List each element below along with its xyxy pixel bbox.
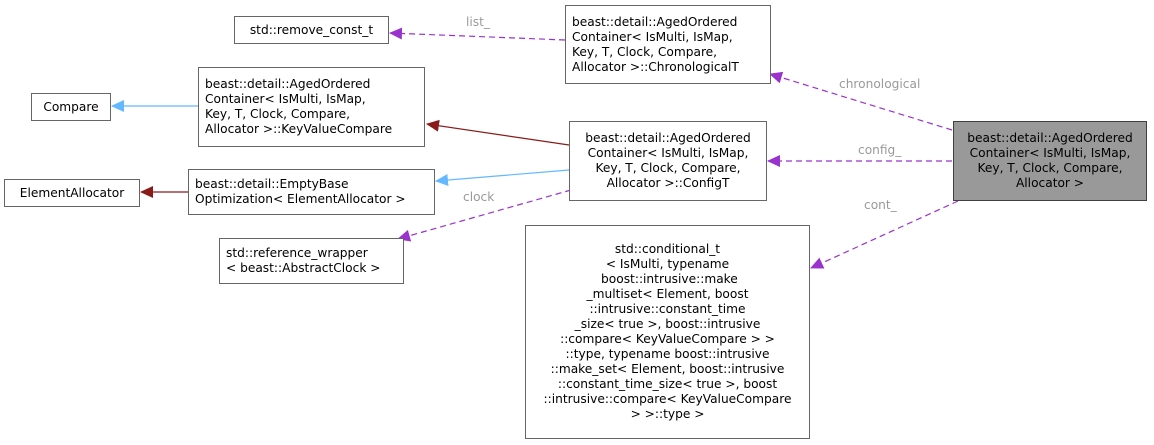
node-conditional-t[interactable]: std::conditional_t< IsMulti, typename bo… — [525, 225, 810, 439]
edge-chronologicalt-to-removeconst — [389, 27, 566, 41]
node-label-line: < beast::AbstractClock > — [226, 261, 381, 275]
edge-label-chronological: chronological — [839, 77, 920, 91]
node-label-line: Container< IsMulti, IsMap, — [205, 92, 366, 106]
node-compare[interactable]: Compare — [31, 93, 111, 121]
node-element-allocator[interactable]: ElementAllocator — [4, 179, 140, 207]
node-label-line: ::compare< KeyValueCompare > > — [560, 332, 775, 346]
node-label-line: Key, T, Clock, Compare, — [595, 161, 741, 175]
node-label-line: ElementAllocator — [19, 185, 125, 200]
node-label-line: _size< true >, boost::intrusive — [574, 317, 761, 331]
node-label-line: beast::detail::EmptyBase — [195, 177, 349, 191]
node-label-line: Allocator > — [1015, 176, 1085, 190]
edge-label-config: config_ — [858, 143, 902, 157]
node-label-line: Container< IsMulti, IsMap, — [587, 146, 749, 160]
edge-label-list: list_ — [466, 15, 491, 29]
edge-label-clock: clock — [463, 190, 495, 204]
node-label-line: Container< IsMulti, IsMap, — [572, 29, 733, 44]
node-label-line: _multiset< Element, boost — [586, 287, 749, 301]
node-label-line: ::intrusive::compare< KeyValueCompare — [543, 392, 792, 406]
node-label-line: Container< IsMulti, IsMap, — [969, 146, 1131, 160]
edge-configt-to-keyvaluecompare — [426, 119, 570, 146]
node-label-line: Key, T, Clock, Compare, — [205, 107, 351, 121]
node-label-line: Key, T, Clock, Compare, — [572, 44, 718, 59]
node-label-line: std::remove_const_t — [249, 22, 374, 37]
node-reference-wrapper[interactable]: std::reference_wrapper< beast::AbstractC… — [219, 238, 404, 284]
node-label-line: ::type, typename boost::intrusive — [565, 347, 770, 361]
edge-configt-to-emptybase — [435, 169, 570, 186]
node-label-line: ::intrusive::constant_time — [589, 302, 746, 316]
node-remove-const-t[interactable]: std::remove_const_t — [234, 16, 389, 44]
node-label-line: ::constant_time_size< true >, boost — [557, 377, 778, 391]
node-label-line: Optimization< ElementAllocator > — [195, 192, 406, 206]
node-label-line: ::make_set< Element, boost::intrusive — [550, 362, 785, 376]
node-label-line: beast::detail::AgedOrdered — [967, 131, 1133, 145]
node-label-line: beast::detail::AgedOrdered — [205, 77, 371, 91]
node-label-line: beast::detail::AgedOrdered — [585, 131, 751, 145]
node-label-line: Allocator >::KeyValueCompare — [205, 122, 393, 136]
node-label-line: > >::type > — [630, 407, 705, 421]
node-label-line: < IsMulti, typename — [605, 257, 730, 271]
edge-container-to-conditionalt — [810, 200, 959, 269]
edge-label-cont: cont_ — [864, 198, 898, 212]
node-label-line: Allocator >::ChronologicalT — [572, 59, 739, 74]
node-label-line: Key, T, Clock, Compare, — [977, 161, 1123, 175]
node-label-line: beast::detail::AgedOrdered — [572, 14, 738, 29]
node-label-line: boost::intrusive::make — [597, 272, 738, 286]
node-label-line: Compare — [43, 99, 99, 114]
edge-container-to-chronologicalt — [769, 71, 953, 131]
node-label-line: std::reference_wrapper — [226, 246, 368, 260]
node-label-line: Allocator >::ConfigT — [606, 176, 730, 190]
node-label-line: std::conditional_t — [614, 242, 721, 256]
